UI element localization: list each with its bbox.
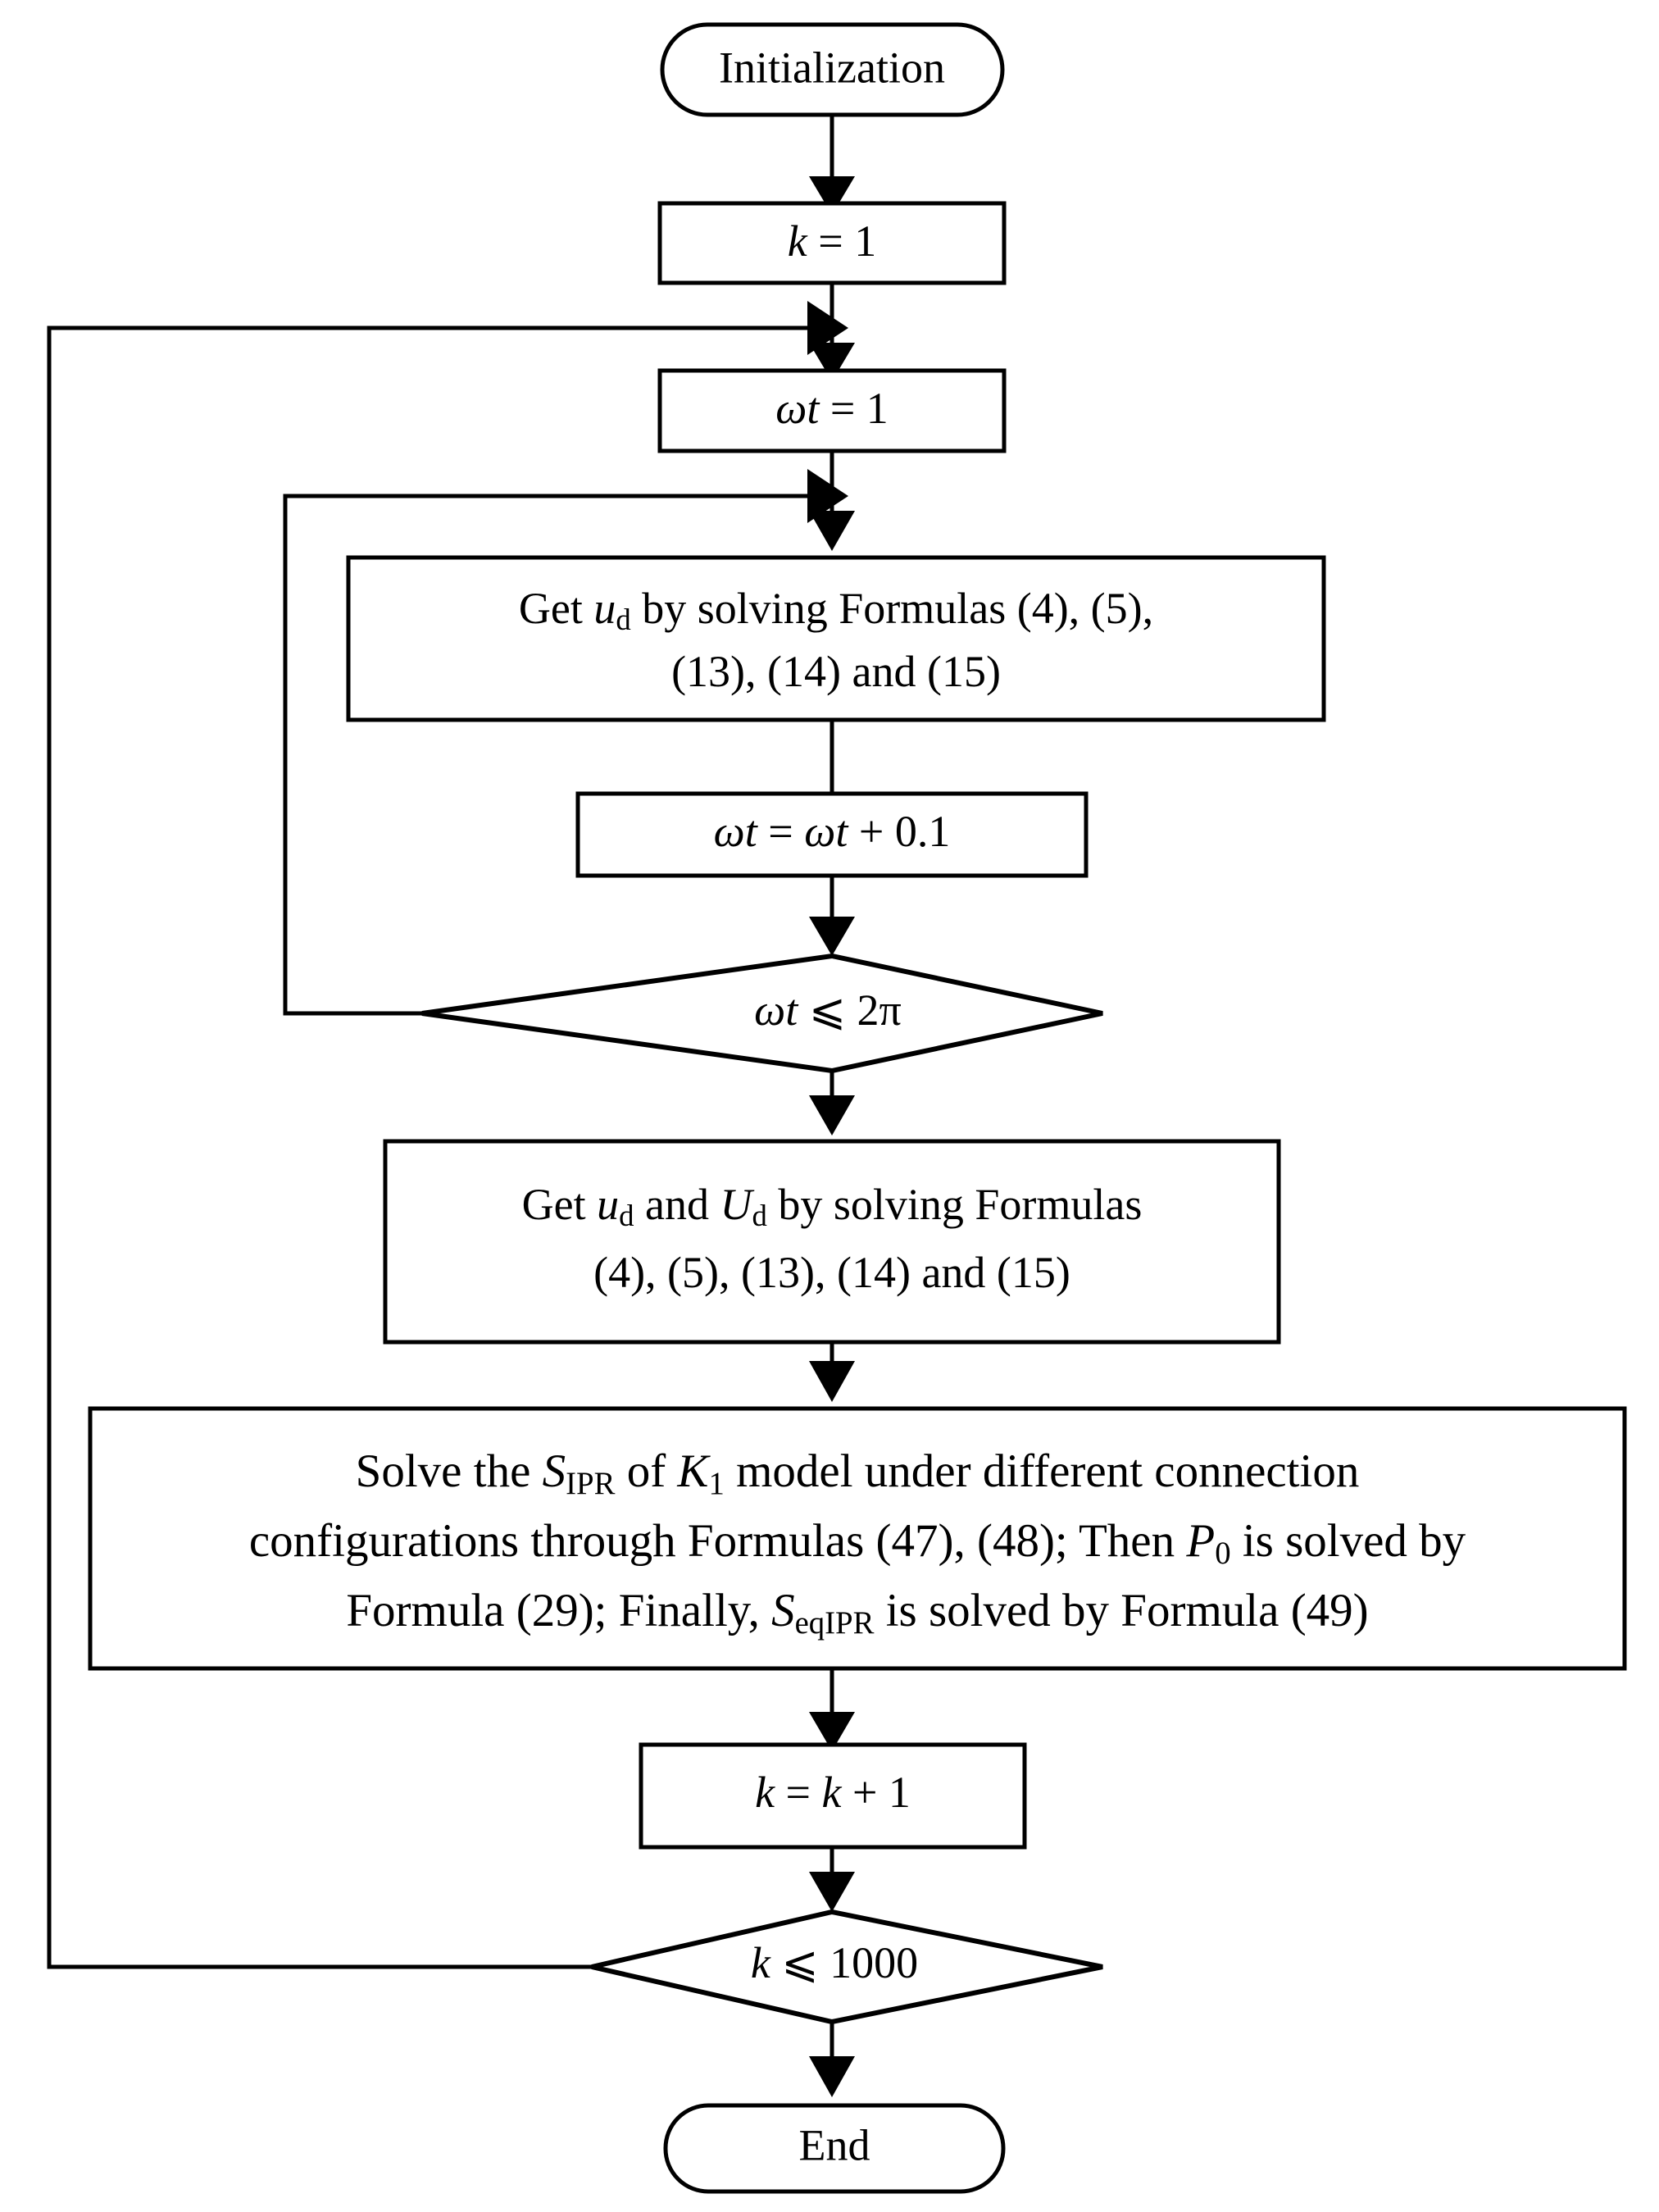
get-ud-Ud-line1: Get ud and Ud by solving Formulas <box>522 1180 1143 1232</box>
get-ud-Ud-line2: (4), (5), (13), (14) and (15) <box>593 1248 1070 1297</box>
wt-incr-label: ωt = ωt + 0.1 <box>714 807 951 856</box>
get-ud-Ud-shape[interactable] <box>383 1139 1281 1345</box>
node-end[interactable]: End <box>663 2103 1006 2194</box>
wt-init-shape[interactable] <box>657 368 1007 453</box>
edge-get-ud-Ud-to-solve-sipr <box>809 1342 855 1402</box>
wt-incr-shape[interactable] <box>575 791 1089 878</box>
get-ud-line1: Get ud by solving Formulas (4), (5), <box>519 584 1153 636</box>
node-get-ud-Ud[interactable]: Get ud and Ud by solving Formulas (4), (… <box>383 1139 1281 1345</box>
edge-k-check-loop-back <box>47 301 848 1969</box>
node-k-incr[interactable]: k = k + 1 <box>639 1742 1027 1850</box>
edge-solve-sipr-to-k-incr <box>809 1668 855 1751</box>
k-incr-shape[interactable] <box>639 1742 1027 1850</box>
get-ud-shape[interactable] <box>346 555 1326 722</box>
node-wt-check[interactable]: ωt ⩽ 2π <box>421 953 1103 1074</box>
node-start[interactable]: Initialization <box>660 22 1005 117</box>
node-solve-sipr[interactable]: Solve the SIPR of K1 model under differe… <box>88 1406 1627 1671</box>
edge-k-check-to-end <box>809 2022 855 2097</box>
solve-sipr-line1: Solve the SIPR of K1 model under differe… <box>356 1445 1360 1501</box>
node-k-init[interactable]: k = 1 <box>657 201 1007 285</box>
k-incr-label: k = k + 1 <box>755 1768 911 1817</box>
k-init-label: k = 1 <box>788 216 876 266</box>
edge-wt-check-to-get-ud-Ud <box>809 1071 855 1136</box>
node-wt-incr[interactable]: ωt = ωt + 0.1 <box>575 791 1089 878</box>
k-check-shape[interactable] <box>591 1909 1103 2025</box>
start-terminal-shape[interactable] <box>660 22 1005 117</box>
solve-sipr-line3: Formula (29); Finally, SeqIPR is solved … <box>346 1585 1368 1641</box>
end-terminal-shape[interactable] <box>663 2103 1006 2194</box>
edge-start-to-k-init <box>809 115 855 215</box>
node-get-ud[interactable]: Get ud by solving Formulas (4), (5), (13… <box>346 555 1326 722</box>
solve-sipr-line2: configurations through Formulas (47), (4… <box>249 1515 1466 1571</box>
edge-k-incr-to-k-check <box>809 1847 855 1912</box>
edge-wt-incr-to-wt-check <box>809 876 855 956</box>
node-wt-init[interactable]: ωt = 1 <box>657 368 1007 453</box>
get-ud-line2: (13), (14) and (15) <box>671 647 1001 696</box>
wt-check-label: ωt ⩽ 2π <box>754 985 902 1035</box>
node-k-check[interactable]: k ⩽ 1000 <box>591 1909 1103 2025</box>
wt-init-label: ωt = 1 <box>775 384 889 433</box>
edge-layer <box>47 115 855 2097</box>
k-check-label: k ⩽ 1000 <box>751 1938 918 1987</box>
end-label: End <box>799 2120 870 2169</box>
solve-sipr-shape[interactable] <box>88 1406 1627 1671</box>
wt-check-shape[interactable] <box>421 953 1103 1074</box>
edge-wt-check-loop-back <box>283 469 848 1016</box>
k-init-shape[interactable] <box>657 201 1007 285</box>
start-label: Initialization <box>719 43 945 92</box>
